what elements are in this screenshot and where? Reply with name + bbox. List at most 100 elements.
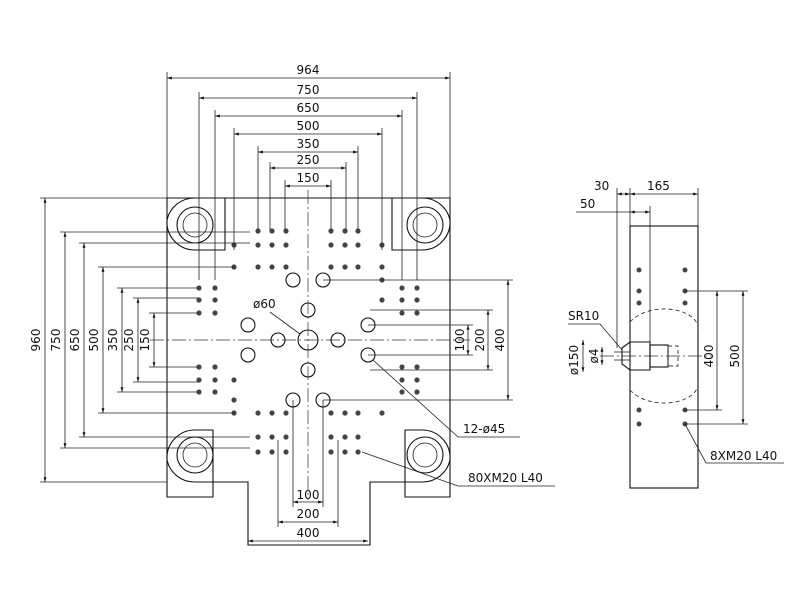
threaded-hole <box>255 242 261 248</box>
threaded-hole <box>342 228 348 234</box>
threaded-hole <box>399 364 405 370</box>
nozzle <box>614 341 679 371</box>
threaded-hole <box>255 449 261 455</box>
threaded-hole <box>283 264 289 270</box>
dim-top-650: 650 <box>297 101 320 115</box>
tiebar-boss-tr <box>391 197 451 251</box>
threaded-hole <box>414 377 420 383</box>
center-hole-label: ø60 <box>253 297 276 311</box>
threaded-hole <box>355 434 361 440</box>
threaded-hole <box>355 410 361 416</box>
dim-bottom-200: 200 <box>297 507 320 521</box>
threaded-hole <box>379 297 385 303</box>
tiebar-boss-bl <box>166 429 214 483</box>
threaded-holes <box>196 228 420 455</box>
threaded-hole <box>399 310 405 316</box>
threaded-hole <box>399 297 405 303</box>
dim-bottom-100: 100 <box>297 488 320 502</box>
threaded-hole <box>399 389 405 395</box>
threaded-hole <box>212 285 218 291</box>
threaded-hole <box>399 377 405 383</box>
platen-outline <box>166 197 451 546</box>
threaded-hole <box>355 228 361 234</box>
dim-left-350: 350 <box>106 329 120 352</box>
side-holes <box>636 267 688 427</box>
dim-right-100: 100 <box>453 329 467 352</box>
threaded-hole <box>269 434 275 440</box>
threaded-hole <box>212 377 218 383</box>
threaded-hole <box>212 364 218 370</box>
threaded-hole <box>231 377 237 383</box>
threaded-hole <box>342 434 348 440</box>
side-dim-165: 165 <box>647 179 670 193</box>
side-right-dimensions: 400 500 <box>685 290 748 425</box>
dim-top-350: 350 <box>297 137 320 151</box>
sr10-label: SR10 <box>568 309 599 323</box>
threaded-hole <box>355 242 361 248</box>
side-dim-50: 50 <box>580 197 595 211</box>
threaded-hole <box>269 264 275 270</box>
dim-left-500: 500 <box>87 329 101 352</box>
threaded-hole <box>342 242 348 248</box>
side-dim-500: 500 <box>728 345 742 368</box>
threaded-hole <box>414 364 420 370</box>
dim-964: 964 <box>297 63 320 77</box>
dim-960: 960 <box>29 329 43 352</box>
callouts: ø60 12-ø45 80XM20 L40 <box>253 297 555 487</box>
threaded-hole <box>269 449 275 455</box>
side-dim-400: 400 <box>702 345 716 368</box>
threaded-hole <box>328 410 334 416</box>
threaded-hole <box>328 434 334 440</box>
side-view: 30 165 50 SR10 ø150 ø4 400 500 8XM20 L40 <box>567 179 784 489</box>
threaded-holes-leader <box>361 451 555 487</box>
threaded-hole <box>283 228 289 234</box>
nozzle-pocket-hidden <box>629 308 699 404</box>
bottom-dimensions: 100 200 400 <box>248 400 368 543</box>
center-hole <box>297 329 319 351</box>
side-threaded-callout: 8XM20 L40 <box>710 449 777 463</box>
threaded-hole <box>196 297 202 303</box>
threaded-hole <box>212 389 218 395</box>
center-hole-leader <box>269 311 301 335</box>
threaded-hole <box>414 310 420 316</box>
dim-right-400: 400 <box>493 329 507 352</box>
dim-left-750: 750 <box>49 329 63 352</box>
threaded-hole <box>399 285 405 291</box>
side-threaded-leader <box>684 423 784 464</box>
side-nozzle-labels: SR10 ø150 ø4 <box>567 309 623 375</box>
threaded-hole <box>328 449 334 455</box>
threaded-hole <box>379 410 385 416</box>
threaded-hole <box>196 389 202 395</box>
bore-150-label: ø150 <box>567 345 581 375</box>
dim-left-250: 250 <box>122 329 136 352</box>
threaded-hole <box>355 264 361 270</box>
threaded-hole <box>196 285 202 291</box>
threaded-hole <box>414 389 420 395</box>
side-top-dimensions: 30 165 50 <box>576 179 699 348</box>
dim-top-500: 500 <box>297 119 320 133</box>
threaded-hole <box>269 410 275 416</box>
dim-top-250: 250 <box>297 153 320 167</box>
threaded-hole <box>283 434 289 440</box>
threaded-hole <box>414 285 420 291</box>
threaded-hole <box>255 410 261 416</box>
large-holes-leader <box>372 359 520 438</box>
front-view: 964 750 650 500 350 250 150 960 750 650 … <box>29 63 555 546</box>
threaded-holes-callout: 80XM20 L40 <box>468 471 543 485</box>
threaded-hole <box>196 377 202 383</box>
threaded-hole <box>328 228 334 234</box>
dim-bottom-400: 400 <box>297 526 320 540</box>
threaded-hole <box>231 397 237 403</box>
threaded-hole <box>212 297 218 303</box>
tiebar-boss-br <box>404 429 451 483</box>
threaded-hole <box>283 242 289 248</box>
dim-left-650: 650 <box>68 329 82 352</box>
threaded-hole <box>342 410 348 416</box>
right-dimensions: 100 200 400 <box>323 279 513 401</box>
dim-top-750: 750 <box>297 83 320 97</box>
threaded-hole <box>269 228 275 234</box>
tiebar-boss-tl <box>166 197 226 251</box>
threaded-hole <box>255 434 261 440</box>
